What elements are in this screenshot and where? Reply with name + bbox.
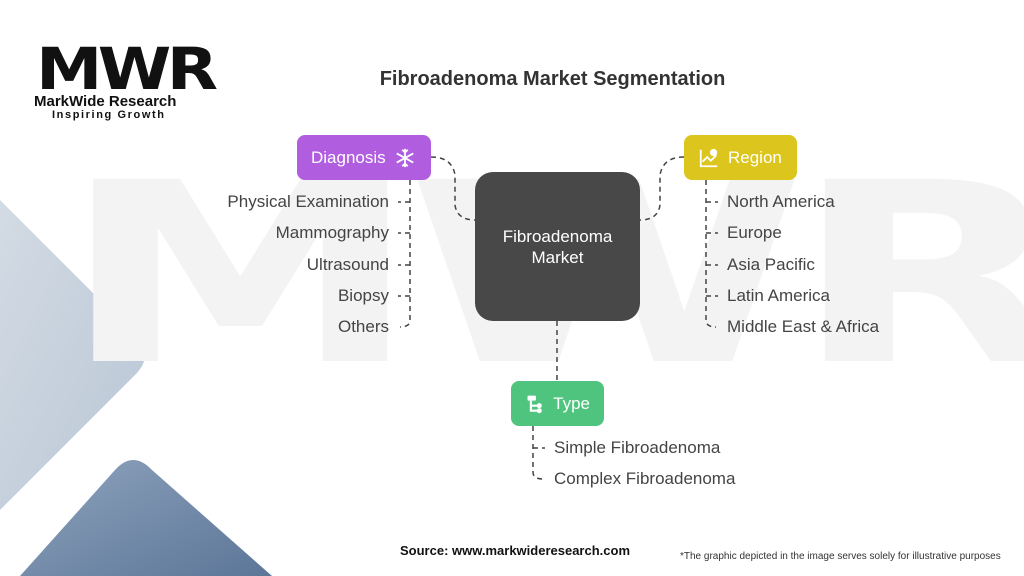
type-branches	[532, 426, 545, 480]
region-branches	[705, 180, 718, 328]
diagnosis-item: Mammography	[275, 223, 389, 242]
light-diamond-shape	[0, 200, 145, 510]
region-item: Latin America	[727, 286, 830, 305]
diagnosis-item: Physical Examination	[227, 192, 389, 211]
dark-diamond-shape	[20, 460, 272, 576]
region-item: Asia Pacific	[727, 255, 815, 274]
logo-tagline: Inspiring Growth	[52, 109, 166, 121]
source-text: Source: www.markwideresearch.com	[400, 543, 631, 558]
region-item: Middle East & Africa	[727, 317, 880, 336]
category-label: Diagnosis	[311, 147, 386, 167]
region-item: Europe	[727, 223, 782, 242]
category-type[interactable]: Type	[511, 381, 604, 426]
snowflake-icon	[395, 148, 414, 167]
diagnosis-item: Biopsy	[337, 286, 389, 305]
type-item: Simple Fibroadenoma	[554, 438, 721, 457]
center-line2: Market	[531, 247, 584, 267]
disclaimer-text: *The graphic depicted in the image serve…	[680, 551, 1001, 562]
diagnosis-item: Ultrasound	[306, 255, 389, 274]
category-label: Region	[728, 147, 782, 167]
page-title: Fibroadenoma Market Segmentation	[379, 68, 726, 90]
category-region[interactable]: Region	[684, 135, 797, 180]
category-label: Type	[553, 393, 590, 413]
category-diagnosis[interactable]: Diagnosis	[297, 135, 431, 180]
connector-diagnosis	[430, 156, 476, 221]
center-line1: Fibroadenoma	[502, 226, 613, 246]
region-item: North America	[727, 192, 835, 211]
diagnosis-branches	[398, 180, 411, 328]
logo-name: MarkWide Research	[34, 93, 177, 110]
logo-mark: MWR	[36, 35, 218, 103]
chart-question-icon	[699, 148, 718, 167]
diagnosis-item: Others	[337, 317, 389, 336]
connector-region	[639, 156, 685, 221]
type-item: Complex Fibroadenoma	[554, 469, 736, 488]
hierarchy-icon	[527, 395, 542, 413]
